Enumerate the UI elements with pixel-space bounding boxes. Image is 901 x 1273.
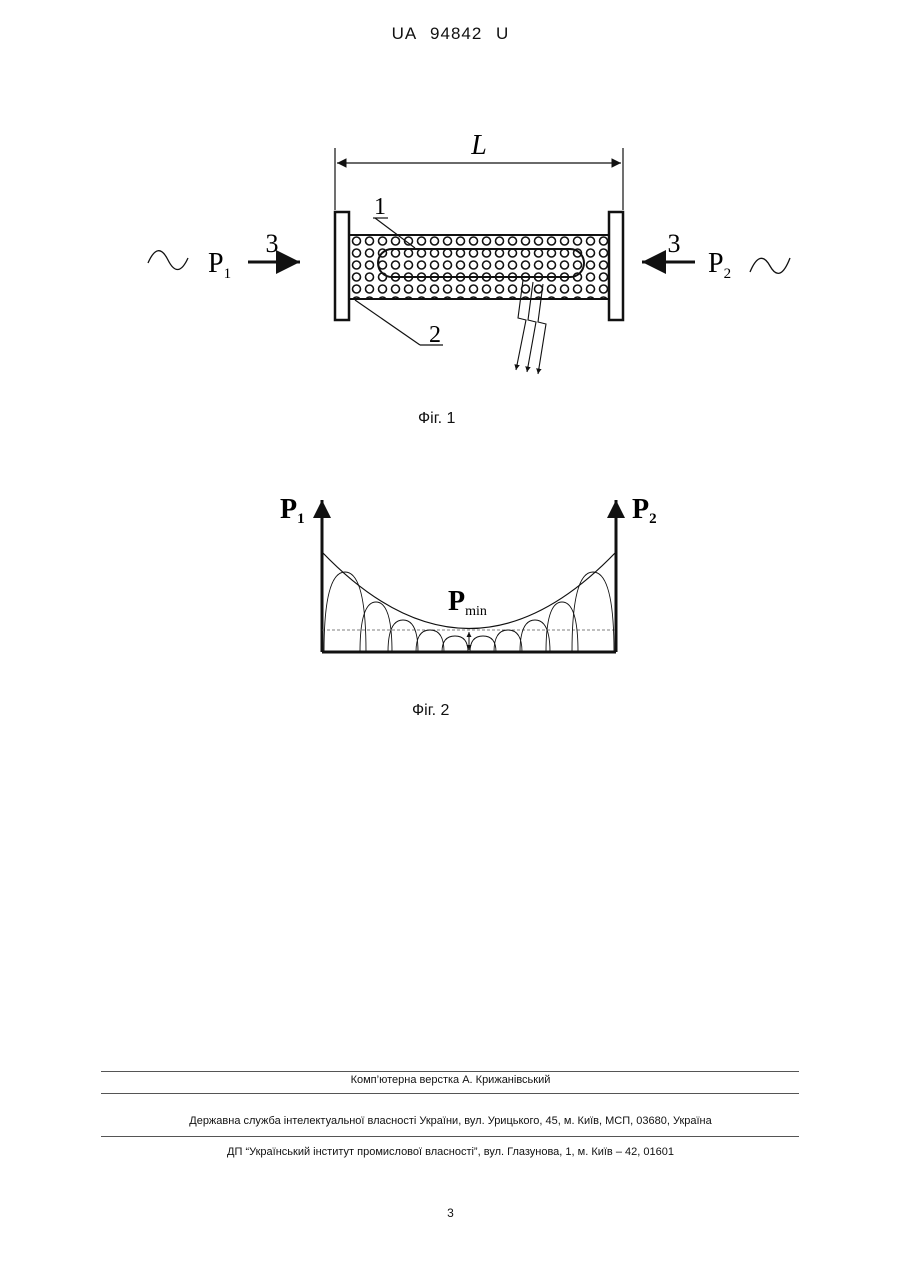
wave-arc — [470, 636, 496, 652]
page-number: 3 — [0, 1206, 901, 1220]
wave-arc — [416, 630, 444, 652]
wave-arc — [546, 602, 578, 652]
wave-arc — [324, 572, 366, 652]
agency-address: Державна служба інтелектуальної власност… — [0, 1115, 901, 1127]
wave-arc — [388, 620, 418, 652]
label-2-leader — [355, 300, 420, 345]
minimum-power-label: Pmin — [448, 586, 487, 619]
wave-arc — [520, 620, 550, 652]
publisher-address: ДП “Український інститут промислової вла… — [0, 1146, 901, 1158]
left-end-plate — [335, 212, 349, 320]
figure-1-diagram: L 1 2 P1 3 3 P2 — [130, 120, 810, 390]
figure-2-diagram: P1 P2 Pmin — [270, 480, 670, 670]
figure-2-caption: Фіг. 2 — [412, 702, 449, 720]
fiber-body — [349, 235, 609, 299]
wave-arc — [360, 602, 392, 652]
right-power-label: P2 — [708, 248, 731, 282]
left-power-label: P1 — [208, 248, 231, 282]
right-arrow-label: 3 — [668, 229, 681, 258]
label-1: 1 — [374, 194, 386, 220]
document-number: UA 94842 U — [0, 24, 901, 44]
footer-rule-bottom — [101, 1136, 799, 1137]
length-label: L — [470, 130, 487, 161]
left-wave-icon — [148, 251, 188, 270]
wave-arc — [572, 572, 614, 652]
left-axis-label: P1 — [280, 494, 305, 527]
label-2: 2 — [429, 322, 441, 348]
left-arrow-label: 3 — [266, 229, 279, 258]
layout-credit: Комп’ютерна верстка А. Крижанівський — [0, 1074, 901, 1086]
right-axis-label: P2 — [632, 494, 657, 527]
wave-arc — [494, 630, 522, 652]
right-end-plate — [609, 212, 623, 320]
figure-1-caption: Фіг. 1 — [418, 410, 455, 428]
footer-rule-top — [101, 1071, 799, 1072]
wave-arc — [442, 636, 468, 652]
footer-rule-middle — [101, 1093, 799, 1094]
right-wave-icon — [750, 258, 790, 273]
